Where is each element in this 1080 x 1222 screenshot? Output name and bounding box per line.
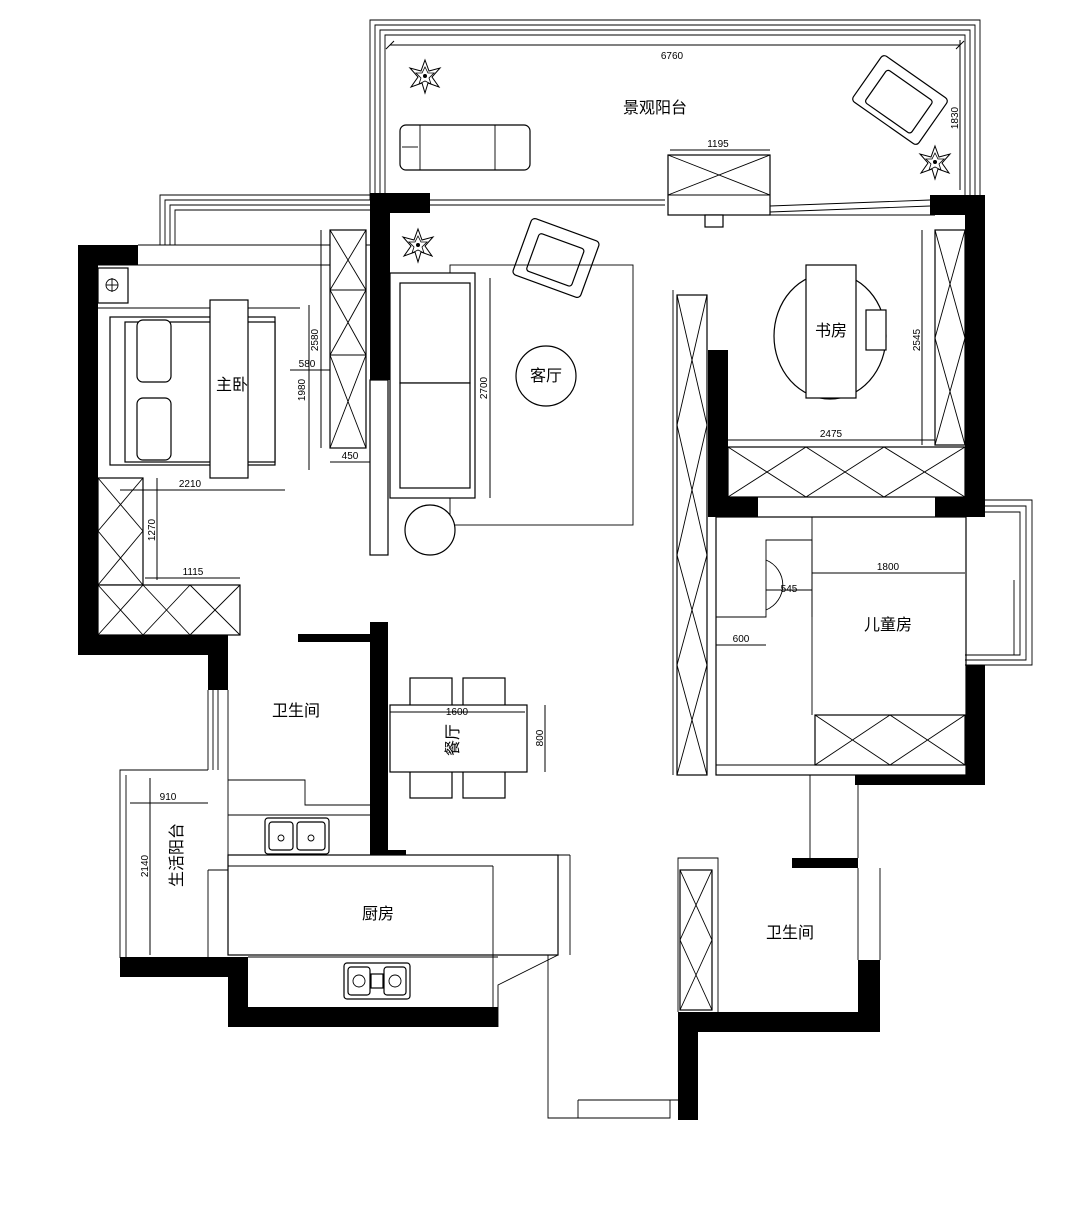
dim-balcony-cabinet: 1195 [707,139,729,150]
dimension-labels: 6760 1830 1195 2580 580 1980 450 2210 12… [140,51,961,877]
balcony-rail [369,19,981,200]
room-label-bathroom-right: 卫生间 [766,923,814,942]
dim-bedroom-cabinet: 1115 [183,567,204,578]
room-label-kitchen: 厨房 [362,904,394,923]
dim-dining-depth: 800 [535,729,546,746]
cabinets [97,154,966,1011]
room-label-children-room: 儿童房 [864,615,912,634]
dim-wardrobe-height: 2580 [310,328,321,351]
dim-study-width: 2475 [820,429,843,440]
dim-kids-door: 545 [781,584,798,595]
dim-bed-length: 1980 [297,378,308,401]
dim-sofa-length: 2700 [479,376,490,399]
dim-utility-width: 910 [160,792,177,803]
dim-bedroom-depth: 1270 [147,518,158,541]
room-label-study: 书房 [815,321,847,340]
room-label-utility-balcony: 生活阳台 [167,823,186,887]
dim-closet-gap: 450 [342,451,359,462]
dim-bedroom-width: 2210 [179,479,202,490]
room-labels: 景观阳台 客厅 书房 主卧 儿童房 卫生间 餐厅 生活阳台 厨房 卫生间 [167,98,912,942]
room-label-dining-room: 餐厅 [443,724,462,756]
dim-dining-table: 1600 [446,707,469,718]
dim-bedside: 580 [299,359,316,370]
room-label-master-bedroom: 主卧 [216,375,248,394]
dim-kids-bed-width: 1800 [877,562,900,573]
dim-study-depth: 2545 [912,328,923,351]
room-label-living-room: 客厅 [530,366,562,385]
dim-kids-desk: 600 [733,634,750,645]
dim-utility-depth: 2140 [140,854,151,877]
room-label-scenic-balcony: 景观阳台 [623,98,687,117]
furniture [97,55,948,1000]
dim-balcony-width: 6760 [661,51,684,62]
dim-balcony-depth: 1830 [950,106,961,129]
dimension-lines [120,40,965,955]
room-label-bathroom-left: 卫生间 [272,701,320,720]
